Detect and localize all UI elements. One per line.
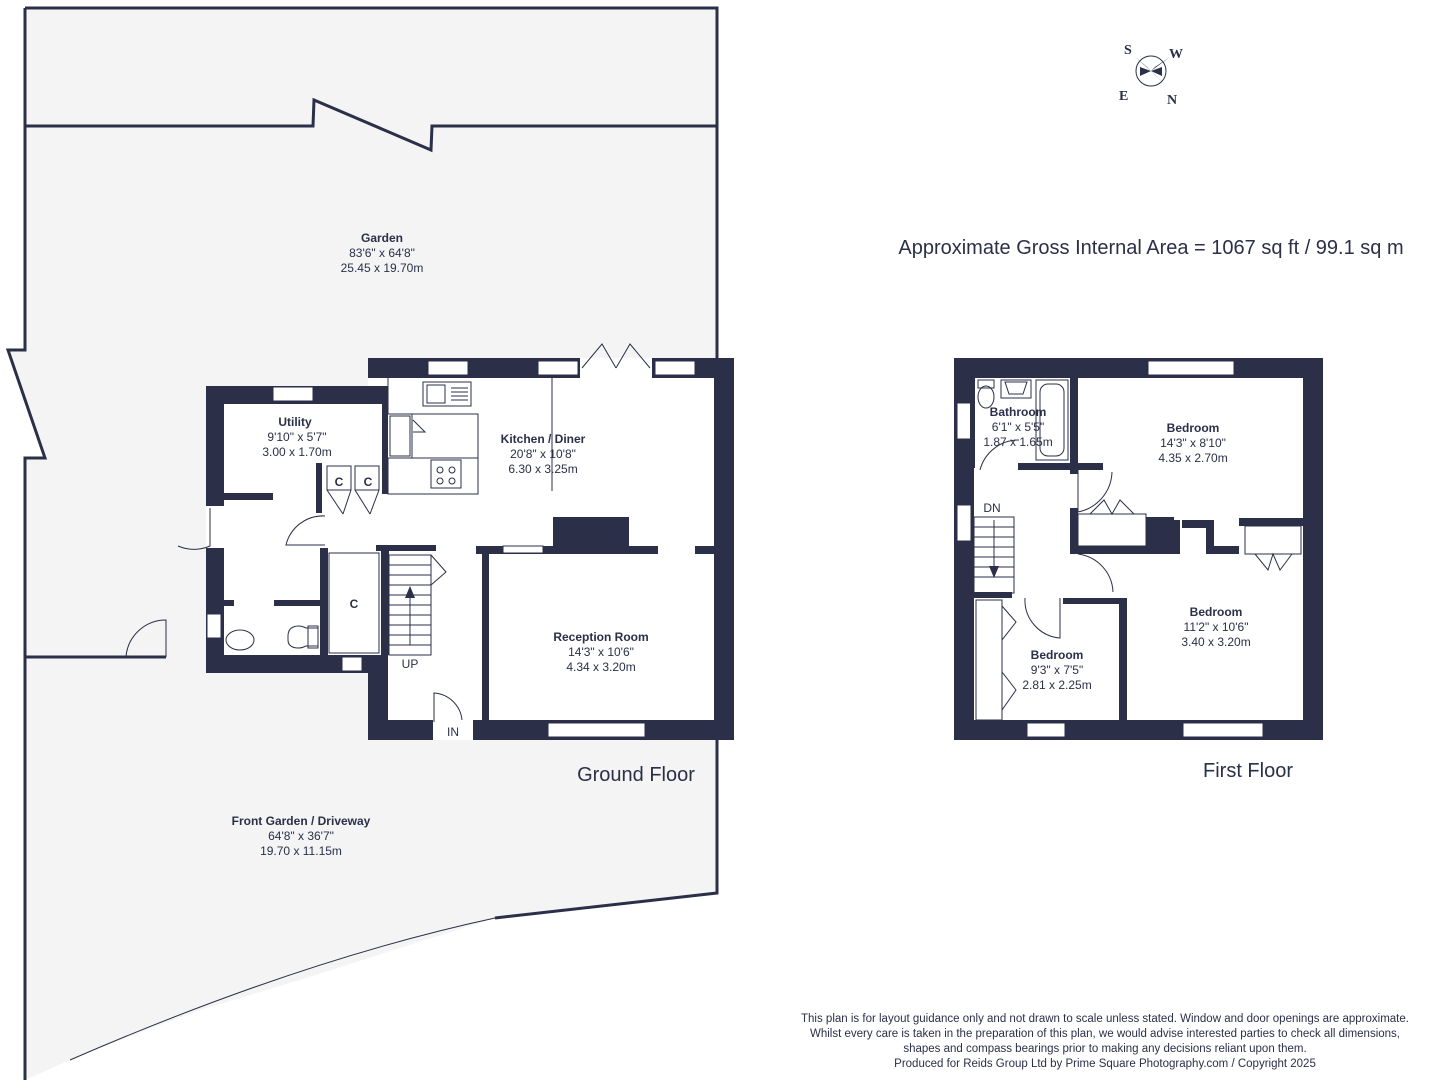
bedroom-1-metric: 4.35 x 2.70m [1158, 451, 1227, 465]
garden-label: Garden 83'6" x 64'8" 25.45 x 19.70m [341, 231, 424, 275]
disclaimer-line-4: Produced for Reids Group Ltd by Prime Sq… [894, 1058, 1316, 1070]
reception-name: Reception Room [553, 630, 648, 644]
compass-east: E [1119, 89, 1128, 104]
ground-floor-plan [177, 343, 734, 740]
kitchen-metric: 6.30 x 3.25m [508, 462, 577, 476]
compass-west: W [1169, 47, 1183, 62]
disclaimer-line-2: Whilst every care is taken in the prepar… [810, 1028, 1400, 1040]
bedroom-2-imperial: 11'2" x 10'6" [1184, 620, 1249, 634]
cupboard-label-2: C [364, 475, 373, 489]
garden-imperial: 83'6" x 64'8" [349, 246, 415, 260]
stairs-up-label: UP [402, 657, 419, 671]
entrance-label: IN [447, 725, 459, 739]
utility-metric: 3.00 x 1.70m [262, 445, 331, 459]
compass-north: N [1167, 93, 1177, 108]
gross-internal-area: Approximate Gross Internal Area = 1067 s… [898, 237, 1403, 259]
reception-metric: 4.34 x 3.20m [566, 660, 635, 674]
ground-floor-title: Ground Floor [577, 764, 695, 786]
bathroom-metric: 1.87 x 1.65m [983, 435, 1052, 449]
disclaimer: This plan is for layout guidance only an… [760, 1012, 1448, 1072]
garden-metric: 25.45 x 19.70m [341, 261, 424, 275]
front-garden-name: Front Garden / Driveway [232, 814, 371, 828]
disclaimer-line-1: This plan is for layout guidance only an… [801, 1013, 1409, 1025]
bedroom-3-name: Bedroom [1031, 648, 1084, 662]
bedroom-2-metric: 3.40 x 3.20m [1181, 635, 1250, 649]
kitchen-name: Kitchen / Diner [501, 432, 586, 446]
bedroom-2-label: Bedroom 11'2" x 10'6" 3.40 x 3.20m [1181, 605, 1250, 649]
bathroom-imperial: 6'1" x 5'5" [992, 420, 1044, 434]
bedroom-3-imperial: 9'3" x 7'5" [1031, 663, 1083, 677]
garden-name: Garden [361, 231, 403, 245]
bedroom-1-label: Bedroom 14'3" x 8'10" 4.35 x 2.70m [1158, 421, 1227, 465]
bedroom-1-name: Bedroom [1167, 421, 1220, 435]
front-garden-area [23, 655, 719, 1080]
utility-label: Utility 9'10" x 5'7" 3.00 x 1.70m [262, 415, 331, 459]
bedroom-2-name: Bedroom [1190, 605, 1243, 619]
cupboard-label-1: C [335, 475, 344, 489]
utility-name: Utility [278, 415, 312, 429]
kitchen-label: Kitchen / Diner 20'8" x 10'8" 6.30 x 3.2… [501, 432, 586, 476]
bedroom-3-metric: 2.81 x 2.25m [1022, 678, 1091, 692]
stairs-down-label: DN [983, 501, 1000, 515]
kitchen-imperial: 20'8" x 10'8" [510, 447, 576, 461]
reception-label: Reception Room 14'3" x 10'6" 4.34 x 3.20… [553, 630, 648, 674]
garden-area [5, 6, 719, 657]
garden-gate [125, 619, 167, 658]
disclaimer-line-3: shapes and compass bearings prior to mak… [903, 1043, 1307, 1055]
cupboard-label-3: C [350, 597, 359, 611]
bedroom-1-imperial: 14'3" x 8'10" [1160, 436, 1226, 450]
front-garden-label: Front Garden / Driveway 64'8" x 36'7" 19… [232, 814, 371, 858]
bedroom-3-label: Bedroom 9'3" x 7'5" 2.81 x 2.25m [1022, 648, 1091, 692]
reception-imperial: 14'3" x 10'6" [568, 645, 634, 659]
first-floor-title: First Floor [1203, 760, 1293, 782]
utility-imperial: 9'10" x 5'7" [267, 430, 326, 444]
bathroom-name: Bathroom [990, 405, 1047, 419]
bathroom-label: Bathroom 6'1" x 5'5" 1.87 x 1.65m [983, 405, 1052, 449]
compass-rose: S W E N [1119, 43, 1183, 108]
first-floor-plan [954, 358, 1323, 740]
front-garden-imperial: 64'8" x 36'7" [268, 829, 334, 843]
front-garden-metric: 19.70 x 11.15m [260, 844, 342, 858]
compass-south: S [1124, 43, 1132, 58]
